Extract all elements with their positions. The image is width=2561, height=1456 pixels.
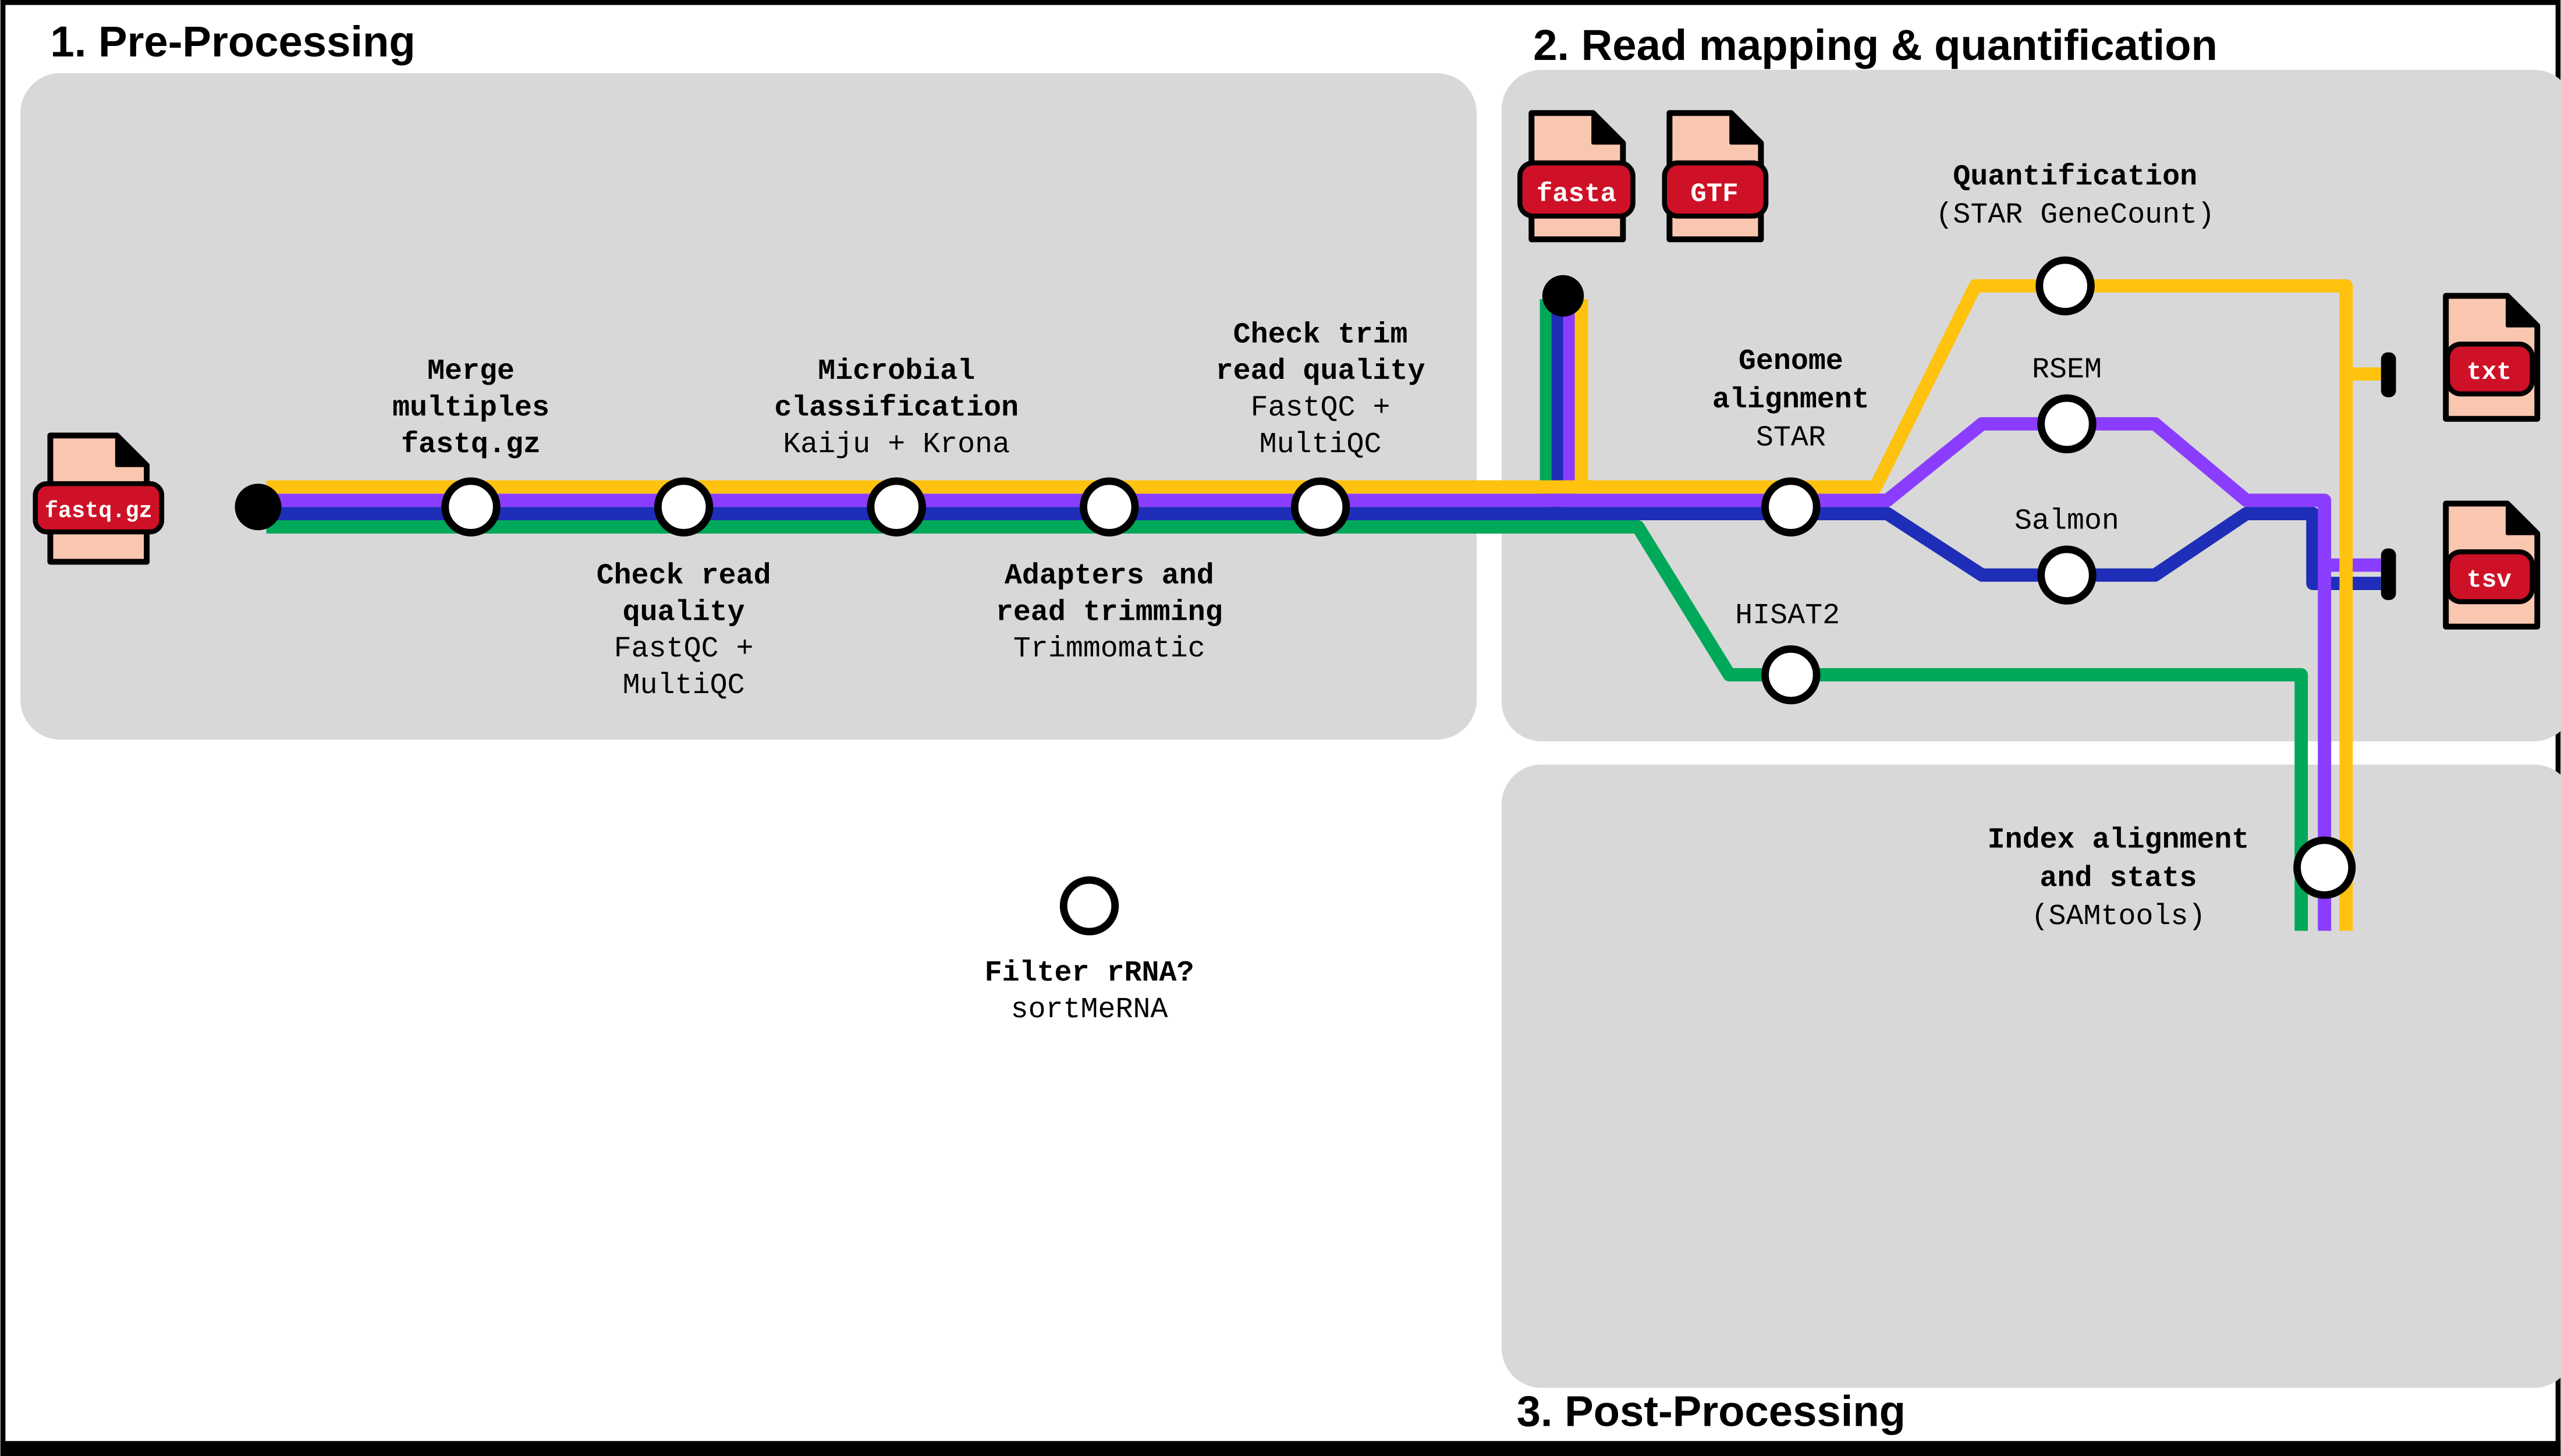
adapters-tool-line1: Trimmomatic — [1013, 633, 1205, 666]
station-check-read-quality — [654, 477, 714, 537]
fasta-file-icon: fasta — [1517, 110, 1636, 243]
index-stats-tool-line1: (SAMtools) — [2031, 900, 2206, 933]
station-hisat2 — [1761, 645, 1821, 705]
merge-label-line3: fastq.gz — [401, 428, 541, 461]
tsv-file-icon: tsv — [2443, 500, 2541, 630]
fastq-gz-badge-label: fastq.gz — [45, 498, 152, 524]
station-merge-multiples — [441, 477, 501, 537]
adapters-label-line1: Adapters and — [1005, 560, 1214, 593]
file-fold-icon — [1591, 111, 1625, 145]
check-trim-tool-line1: FastQC + — [1251, 392, 1391, 425]
file-badge — [1662, 160, 1769, 219]
index-stats-label-line2: and stats — [2040, 862, 2197, 895]
check-trim-tool-line2: MultiQC — [1260, 428, 1382, 461]
txt-badge-label: txt — [2467, 358, 2512, 386]
merge-label-line2: multiples — [392, 392, 549, 425]
section-3-title: 3. Post-Processing — [1517, 1387, 1906, 1436]
fastq-gz-file-icon: fastq.gz — [33, 432, 165, 565]
txt-file-icon: txt — [2443, 293, 2541, 422]
genome-alignment-label-line1: Genome — [1739, 345, 1843, 378]
start-dot-reference — [1542, 275, 1584, 317]
file-fold-icon — [1729, 111, 1763, 145]
file-fold-icon — [2505, 294, 2539, 328]
check-trim-label-line1: Check trim — [1233, 318, 1408, 351]
merge-label-line1: Merge — [427, 355, 515, 388]
file-fold-icon — [2505, 502, 2539, 535]
check-trim-label-line2: read quality — [1216, 355, 1425, 388]
check-read-label-line1: Check read — [597, 560, 771, 593]
station-salmon — [2037, 545, 2097, 605]
check-read-tool-line1: FastQC + — [614, 633, 754, 666]
section-2-title: 2. Read mapping & quantification — [1533, 21, 2218, 69]
line-blue-main — [266, 507, 2381, 590]
quantification-tool-line1: (STAR GeneCount) — [1935, 199, 2215, 232]
salmon-label: Salmon — [2014, 505, 2119, 538]
start-dot-fastq — [235, 484, 282, 531]
hisat2-label: HISAT2 — [1735, 599, 1840, 633]
station-adapters-trimming — [1080, 477, 1139, 537]
file-fold-icon — [115, 434, 148, 467]
station-microbial-classification — [867, 477, 926, 537]
station-genome-alignment-star — [1761, 477, 1821, 537]
file-badge — [1517, 160, 1636, 219]
gtf-file-icon: GTF — [1662, 110, 1769, 243]
microbial-label-line1: Microbial — [818, 355, 975, 388]
index-stats-label-line1: Index alignment — [1988, 824, 2250, 857]
station-quantification — [2035, 256, 2095, 315]
line-green-main — [266, 520, 2308, 931]
station-rsem — [2037, 394, 2097, 454]
station-check-trim-quality — [1290, 477, 1350, 537]
fasta-badge-label: fasta — [1537, 179, 1616, 209]
genome-alignment-label-line2: alignment — [1712, 383, 1870, 417]
check-read-label-line2: quality — [623, 596, 745, 629]
gtf-badge-label: GTF — [1690, 179, 1738, 209]
terminal-tsv — [2381, 548, 2396, 601]
genome-alignment-tool-line1: STAR — [1756, 421, 1826, 454]
adapters-label-line2: read trimming — [996, 596, 1223, 629]
file-badge — [2445, 341, 2535, 397]
filter-rrna-tool-line1: sortMeRNA — [1011, 993, 1168, 1027]
terminal-txt — [2381, 352, 2396, 397]
line-purple-main — [266, 417, 2332, 931]
filter-rrna-label-line1: Filter rRNA? — [985, 957, 1194, 990]
file-badge — [2445, 549, 2535, 605]
panel-pre-processing — [20, 73, 1477, 740]
file-badge — [33, 481, 165, 535]
section-1-title: 1. Pre-Processing — [50, 17, 415, 66]
tsv-badge-label: tsv — [2467, 566, 2512, 594]
microbial-tool-line1: Kaiju + Krona — [783, 428, 1010, 461]
panel-read-mapping — [1501, 69, 2561, 741]
quantification-label-line1: Quantification — [1953, 161, 2197, 194]
panel-post-processing — [1501, 764, 2561, 1388]
station-samtools — [2293, 836, 2356, 899]
bottom-border — [0, 1441, 2561, 1456]
microbial-label-line2: classification — [774, 392, 1019, 425]
check-read-tool-line2: MultiQC — [623, 669, 745, 702]
rsem-label: RSEM — [2032, 353, 2102, 386]
station-filter-rrna — [1059, 876, 1119, 936]
